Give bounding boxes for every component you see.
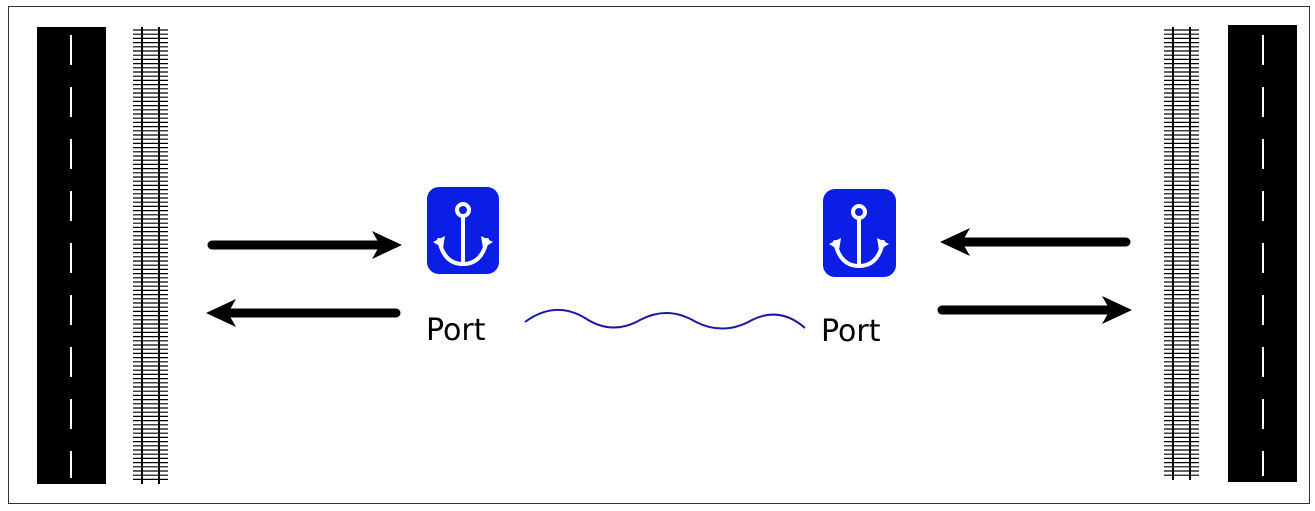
left-railway <box>133 27 168 484</box>
left-port-label: Port <box>426 313 486 348</box>
right-railway <box>1164 27 1199 480</box>
left-outbound-arrow <box>206 299 401 327</box>
right-inbound-arrow <box>940 228 1131 256</box>
right-outbound-arrow <box>937 296 1132 324</box>
left-road <box>37 27 106 484</box>
diagram-frame <box>8 6 1310 504</box>
waterway-line <box>524 308 806 330</box>
right-port-label: Port <box>821 314 881 349</box>
left-railway-ties <box>133 29 168 480</box>
right-anchor-icon <box>823 189 896 277</box>
right-road <box>1228 25 1297 482</box>
left-anchor-icon <box>427 187 499 274</box>
left-inbound-arrow <box>207 231 402 259</box>
right-railway-ties <box>1164 29 1199 476</box>
